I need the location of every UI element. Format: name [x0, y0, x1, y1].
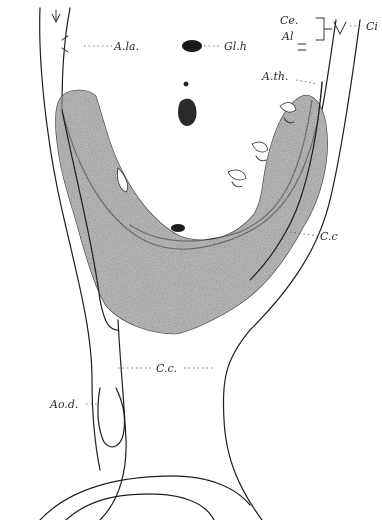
label-cc-center: C.c. [156, 362, 177, 375]
label-cc-right: C.c [320, 230, 338, 243]
cleft-mid-1 [228, 170, 246, 180]
central-body [178, 99, 197, 126]
cleft-mid-2 [252, 142, 268, 152]
label-ce: Ce. [280, 14, 298, 27]
ao-d-loop [98, 388, 125, 447]
label-ao-d: Ao.d. [49, 398, 78, 411]
left-lower-wall [100, 320, 126, 520]
leader-a-th [296, 80, 318, 84]
label-ci: Ci [366, 20, 378, 33]
small-dot [184, 82, 189, 87]
lower-arch [40, 476, 250, 520]
ce-al-bracket [316, 18, 332, 40]
label-a-la: A.la. [113, 40, 139, 53]
bottom-curve [66, 494, 214, 520]
lower-small-body [171, 224, 185, 232]
gl-h-body [182, 40, 202, 52]
label-gl-h: Gl.h [224, 40, 247, 53]
label-al: Al [281, 30, 294, 43]
gland-mass-tone [55, 90, 327, 334]
label-a-th: A.th. [261, 70, 288, 83]
right-notch [298, 44, 306, 50]
top-left-mark [52, 10, 60, 22]
